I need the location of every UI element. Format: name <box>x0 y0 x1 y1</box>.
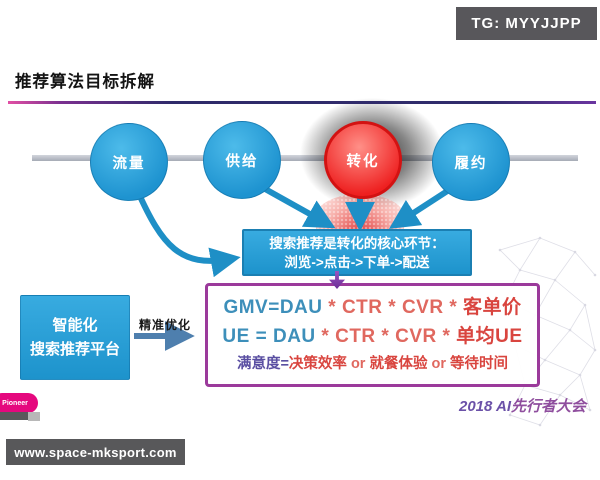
flow-node-fulfillment: 履约 <box>432 123 510 201</box>
url-bar-label: www.space-mksport.com <box>14 444 177 460</box>
flow-node-supply-label: 供给 <box>225 153 259 170</box>
platform-line2: 搜索推荐平台 <box>29 340 120 358</box>
formula-sat-p3: 等待时间 <box>450 355 509 372</box>
formula-sat-p2: 就餐体验 <box>369 355 428 372</box>
flow-node-conversion-label: 转化 <box>346 153 380 170</box>
core-callout-box: 搜索推荐是转化的核心环节： 浏览->点击->下单->配送 <box>242 229 472 276</box>
flow-node-fulfillment-label: 履约 <box>454 155 488 172</box>
footer-conference: 2018 AI先行者大会 <box>459 395 586 416</box>
formula-gmv-lhs: GMV=DAU <box>223 296 323 318</box>
formula-ue-mid: * CTR * CVR * <box>315 325 457 347</box>
formula-box: GMV=DAU * CTR * CVR * 客单价 UE = DAU * CTR… <box>205 283 540 387</box>
formula-ue-lhs: UE = DAU <box>222 325 316 347</box>
platform-box: 智能化 搜索推荐平台 <box>20 295 130 380</box>
platform-line1: 智能化 <box>52 316 98 334</box>
callout-line2: 浏览->点击->下单->配送 <box>284 254 430 270</box>
formula-ue-rhs: 单均UE <box>456 325 523 347</box>
footer-bar-dark <box>0 412 28 420</box>
formula-line-satisfaction: 满意度=决策效率 or 就餐体验 or 等待时间 <box>237 351 508 378</box>
formula-gmv-rhs: 客单价 <box>463 296 522 318</box>
callout-line1: 搜索推荐是转化的核心环节： <box>269 235 445 251</box>
formula-sat-lhs: 满意度= <box>236 355 289 372</box>
page-title: 推荐算法目标拆解 <box>15 73 155 91</box>
flow-node-conversion: 转化 <box>324 121 402 199</box>
formula-line-gmv: GMV=DAU * CTR * CVR * 客单价 <box>223 293 521 322</box>
tg-badge: TG: MYYJJPP <box>456 7 597 40</box>
tg-badge-label: TG: MYYJJPP <box>471 15 582 32</box>
pioneer-watermark-label: Pioneer <box>2 399 28 407</box>
precision-label: 精准优化 <box>139 318 192 332</box>
title-divider <box>8 101 596 104</box>
pioneer-watermark-badge: Pioneer <box>0 393 38 413</box>
formula-sat-or2: or <box>427 355 451 372</box>
formula-sat-or1: or <box>346 355 370 372</box>
formula-line-ue: UE = DAU * CTR * CVR * 单均UE <box>222 322 522 351</box>
footer-conference-prefix: 2018 AI <box>459 398 511 415</box>
formula-gmv-mid: * CTR * CVR * <box>322 296 464 318</box>
footer-conference-suffix: 先行者大会 <box>510 398 586 415</box>
formula-sat-p1: 决策效率 <box>288 355 347 372</box>
flow-node-traffic: 流量 <box>90 123 168 201</box>
flow-node-supply: 供给 <box>203 121 281 199</box>
url-bar: www.space-mksport.com <box>6 439 185 465</box>
footer-bar-light <box>28 412 40 421</box>
flow-node-traffic-label: 流量 <box>112 155 146 172</box>
